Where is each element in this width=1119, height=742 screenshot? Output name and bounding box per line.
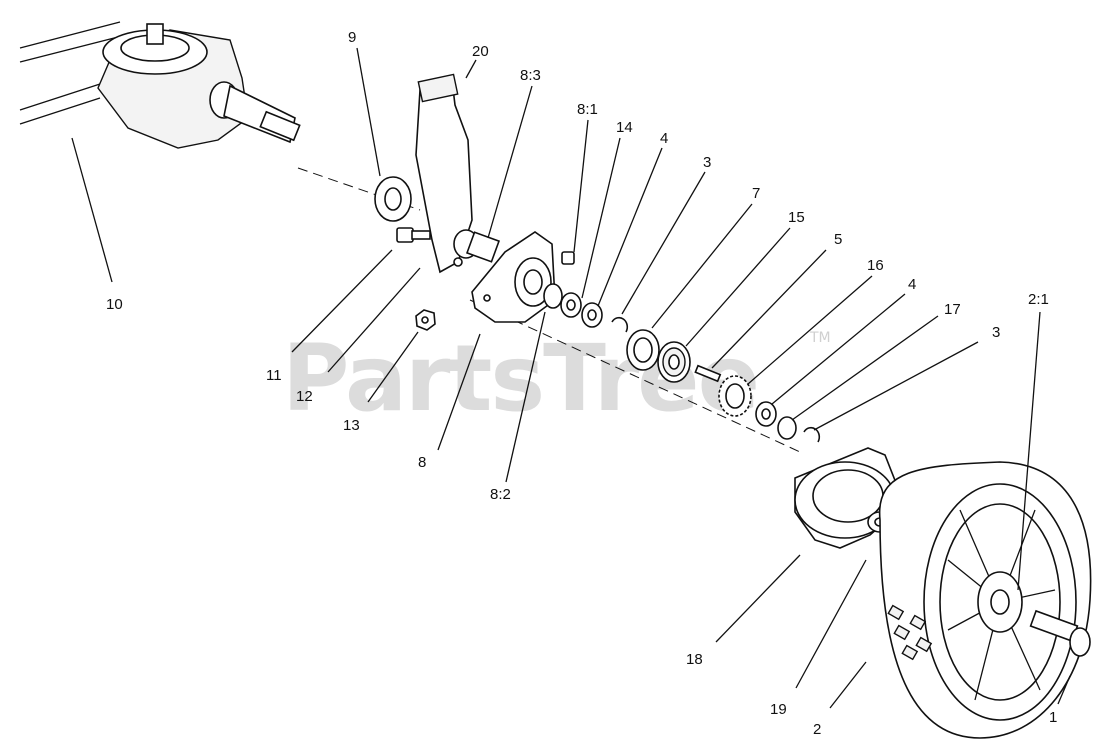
washer-9 [374, 176, 412, 222]
callout-8-2: 8:2 [490, 486, 511, 503]
wheel-2 [878, 461, 1092, 739]
bolt-11 [396, 227, 431, 243]
callout-19: 19 [770, 701, 787, 718]
callout-labels: 10 9 20 8:3 8:1 14 4 3 7 15 5 16 4 17 3 … [106, 29, 1057, 738]
callout-18: 18 [686, 651, 703, 668]
watermark-trademark: TM [809, 330, 831, 346]
nut-13 [415, 309, 436, 331]
grease-fitting [561, 251, 575, 265]
key-5 [694, 364, 722, 383]
pivot-plate-8 [453, 229, 563, 323]
assembly-axis [297, 167, 801, 453]
callout-4-lower: 4 [908, 276, 916, 293]
axle-bolt-1 [1029, 609, 1091, 657]
callout-2: 2 [813, 721, 821, 738]
clip-3a [611, 316, 629, 333]
callout-17: 17 [944, 301, 961, 318]
callout-8-1: 8:1 [577, 101, 598, 118]
callout-13: 13 [343, 417, 360, 434]
washer-14 [560, 292, 582, 318]
callout-16: 16 [867, 257, 884, 274]
washer-4a [581, 302, 603, 328]
callout-14: 14 [616, 119, 633, 136]
callout-9: 9 [348, 29, 356, 46]
spacer-17 [777, 416, 797, 440]
callout-7: 7 [752, 185, 760, 202]
callout-1: 1 [1049, 709, 1057, 726]
bearing-15 [657, 341, 691, 383]
callout-5: 5 [834, 231, 842, 248]
callout-11: 11 [266, 367, 282, 384]
callout-4-upper: 4 [660, 130, 668, 147]
callout-15: 15 [788, 209, 805, 226]
callout-20: 20 [472, 43, 489, 60]
watermark-text: PartsTree [282, 325, 758, 432]
washer-4b [755, 401, 777, 427]
leader-lines [71, 47, 1071, 709]
callout-8: 8 [418, 454, 426, 471]
transmission-housing [19, 21, 301, 149]
callout-12: 12 [296, 388, 313, 405]
gear-16 [718, 375, 752, 417]
callout-3-upper: 3 [703, 154, 711, 171]
clip-3b [803, 426, 821, 443]
callout-8-3: 8:3 [520, 67, 541, 84]
bearing-7 [626, 329, 660, 371]
callout-10: 10 [106, 296, 123, 313]
callout-2-1: 2:1 [1028, 291, 1049, 308]
callout-3-lower: 3 [992, 324, 1000, 341]
